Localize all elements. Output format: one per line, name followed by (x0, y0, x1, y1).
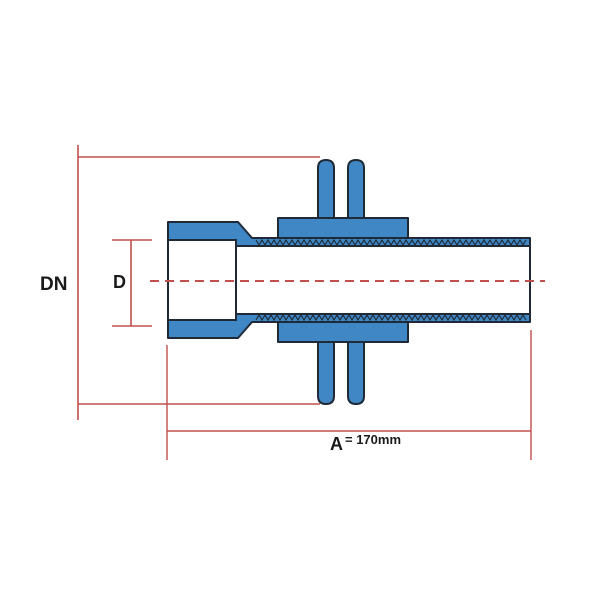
thread-marks (255, 238, 527, 322)
flange-top-right-ear (347, 159, 365, 223)
flange-bottom-right-ear (347, 337, 365, 405)
flange-bottom-left-ear (317, 337, 335, 405)
a-label-value: = 170mm (345, 432, 401, 447)
a-label-letter: A (330, 434, 343, 454)
dn-label: DN (40, 274, 67, 295)
d-label: D (113, 272, 126, 292)
flange-top-left-ear (317, 159, 335, 223)
nut-top (277, 217, 409, 239)
nut-bottom (277, 321, 409, 343)
thread-top (255, 313, 527, 322)
thread-bottom (255, 238, 527, 247)
